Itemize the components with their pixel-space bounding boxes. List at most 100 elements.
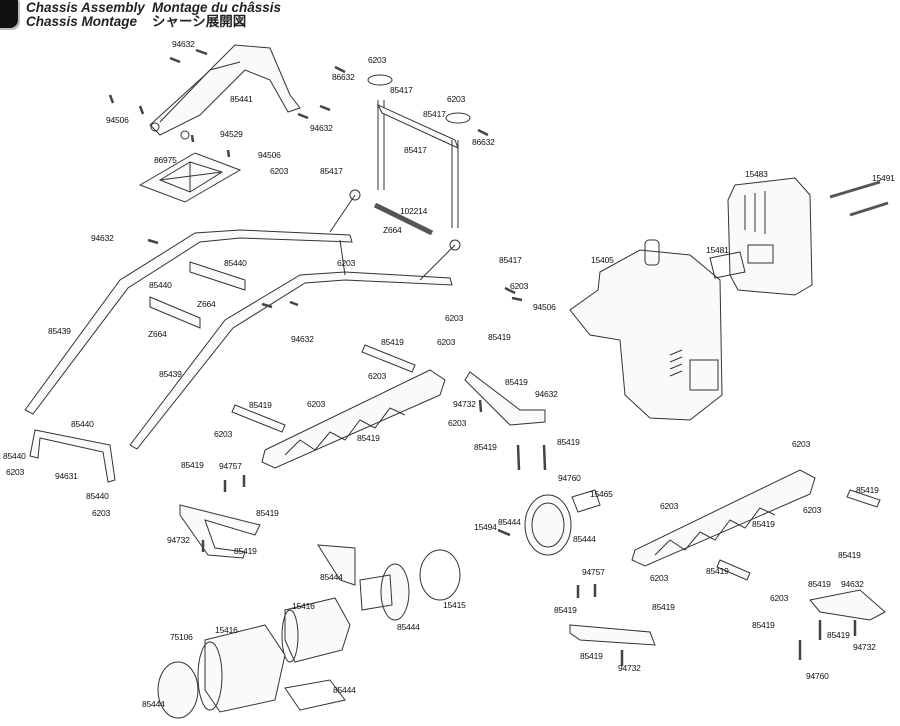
part-label: 94732 bbox=[453, 399, 476, 409]
title-japanese: シャーシ展開図 bbox=[152, 14, 247, 29]
part-label: 6203 bbox=[803, 505, 822, 515]
part-label: 6203 bbox=[770, 593, 789, 603]
air-filter-part bbox=[157, 544, 461, 719]
part-label: 15465 bbox=[590, 489, 613, 499]
part-label: 102214 bbox=[400, 206, 428, 216]
part-label: 85444 bbox=[498, 517, 521, 527]
part-label: 85444 bbox=[320, 572, 343, 582]
part-label: 94732 bbox=[167, 535, 190, 545]
part-label: 85419 bbox=[557, 437, 580, 447]
suspension-arm-part bbox=[261, 369, 816, 567]
part-label: 6203 bbox=[447, 94, 466, 104]
part-label: 85419 bbox=[505, 377, 528, 387]
part-label: 6203 bbox=[337, 258, 356, 268]
part-label: 94732 bbox=[618, 663, 641, 673]
part-label: 85419 bbox=[856, 485, 879, 495]
screw-parts bbox=[108, 48, 857, 666]
part-label: 6203 bbox=[792, 439, 811, 449]
part-label: 85417 bbox=[390, 85, 413, 95]
part-label: 85419 bbox=[580, 651, 603, 661]
part-label: 85417 bbox=[320, 166, 343, 176]
part-label: 85440 bbox=[149, 280, 172, 290]
clutch-bell-part bbox=[524, 489, 601, 556]
part-label: 85444 bbox=[142, 699, 165, 709]
part-label: 6203 bbox=[307, 399, 326, 409]
part-label: 85417 bbox=[499, 255, 522, 265]
part-label: 85440 bbox=[86, 491, 109, 501]
part-label: 94632 bbox=[91, 233, 114, 243]
part-label: 94632 bbox=[310, 123, 333, 133]
part-label: 85419 bbox=[256, 508, 279, 518]
body-mount-post-part bbox=[231, 344, 881, 581]
part-label: 94506 bbox=[533, 302, 556, 312]
part-label: 15483 bbox=[745, 169, 768, 179]
part-label: 15405 bbox=[591, 255, 614, 265]
part-label: 94757 bbox=[582, 567, 605, 577]
part-label: 6203 bbox=[448, 418, 467, 428]
part-label: 15416 bbox=[292, 601, 315, 611]
part-label: 85440 bbox=[71, 419, 94, 429]
part-label: 85419 bbox=[488, 332, 511, 342]
part-label: 94760 bbox=[806, 671, 829, 681]
part-label: 6203 bbox=[214, 429, 233, 439]
part-label: Z664 bbox=[383, 225, 402, 235]
title-french: Montage du châssis bbox=[152, 0, 282, 15]
part-label: 85419 bbox=[474, 442, 497, 452]
gasket-part bbox=[709, 251, 746, 279]
part-label: 85419 bbox=[752, 620, 775, 630]
part-label: Z664 bbox=[148, 329, 167, 339]
part-label: 94631 bbox=[55, 471, 78, 481]
part-label: 6203 bbox=[650, 573, 669, 583]
part-label: 15481 bbox=[706, 245, 729, 255]
part-label: 85419 bbox=[249, 400, 272, 410]
part-label: 94632 bbox=[535, 389, 558, 399]
part-label: 85419 bbox=[827, 630, 850, 640]
part-label: 85440 bbox=[224, 258, 247, 268]
part-label: 94757 bbox=[219, 461, 242, 471]
part-label: 94632 bbox=[291, 334, 314, 344]
part-label: 85417 bbox=[404, 145, 427, 155]
part-label: 6203 bbox=[368, 371, 387, 381]
part-label: 85439 bbox=[159, 369, 182, 379]
part-label: 85419 bbox=[181, 460, 204, 470]
part-label: 94632 bbox=[172, 39, 195, 49]
part-label: 85419 bbox=[808, 579, 831, 589]
part-label: 6203 bbox=[368, 55, 387, 65]
part-label: 85444 bbox=[333, 685, 356, 695]
part-label: 85419 bbox=[381, 337, 404, 347]
part-label: 15491 bbox=[872, 173, 895, 183]
part-label: 6203 bbox=[270, 166, 289, 176]
part-label: 6203 bbox=[6, 467, 25, 477]
engine-part bbox=[569, 239, 723, 421]
title-german: Chassis Montage bbox=[26, 14, 138, 29]
part-label: 85419 bbox=[838, 550, 861, 560]
part-label: 94632 bbox=[841, 579, 864, 589]
part-label: 94506 bbox=[258, 150, 281, 160]
roll-cage-part bbox=[149, 44, 301, 140]
part-label: 6203 bbox=[510, 281, 529, 291]
part-label: 6203 bbox=[92, 508, 111, 518]
brace-part bbox=[29, 261, 246, 483]
part-label: 85439 bbox=[48, 326, 71, 336]
body-post-part bbox=[367, 74, 471, 228]
part-label: 15494 bbox=[474, 522, 497, 532]
part-label: 6203 bbox=[660, 501, 679, 511]
part-label: 6203 bbox=[445, 313, 464, 323]
part-label: 15415 bbox=[443, 600, 466, 610]
steering-bellcrank-part bbox=[179, 371, 886, 646]
part-label: 94529 bbox=[220, 129, 243, 139]
part-label: 85419 bbox=[234, 546, 257, 556]
part-label: 85419 bbox=[652, 602, 675, 612]
part-label: 85444 bbox=[397, 622, 420, 632]
muffler-bolt-part bbox=[829, 180, 889, 217]
part-label: 86975 bbox=[154, 155, 177, 165]
part-label: 85419 bbox=[706, 566, 729, 576]
part-label: 85419 bbox=[357, 433, 380, 443]
part-label: 15416 bbox=[215, 625, 238, 635]
skid-plate-part bbox=[138, 152, 242, 203]
part-label: 86632 bbox=[332, 72, 355, 82]
part-label: 86632 bbox=[472, 137, 495, 147]
muffler-part bbox=[727, 177, 813, 296]
part-label: 85419 bbox=[554, 605, 577, 615]
